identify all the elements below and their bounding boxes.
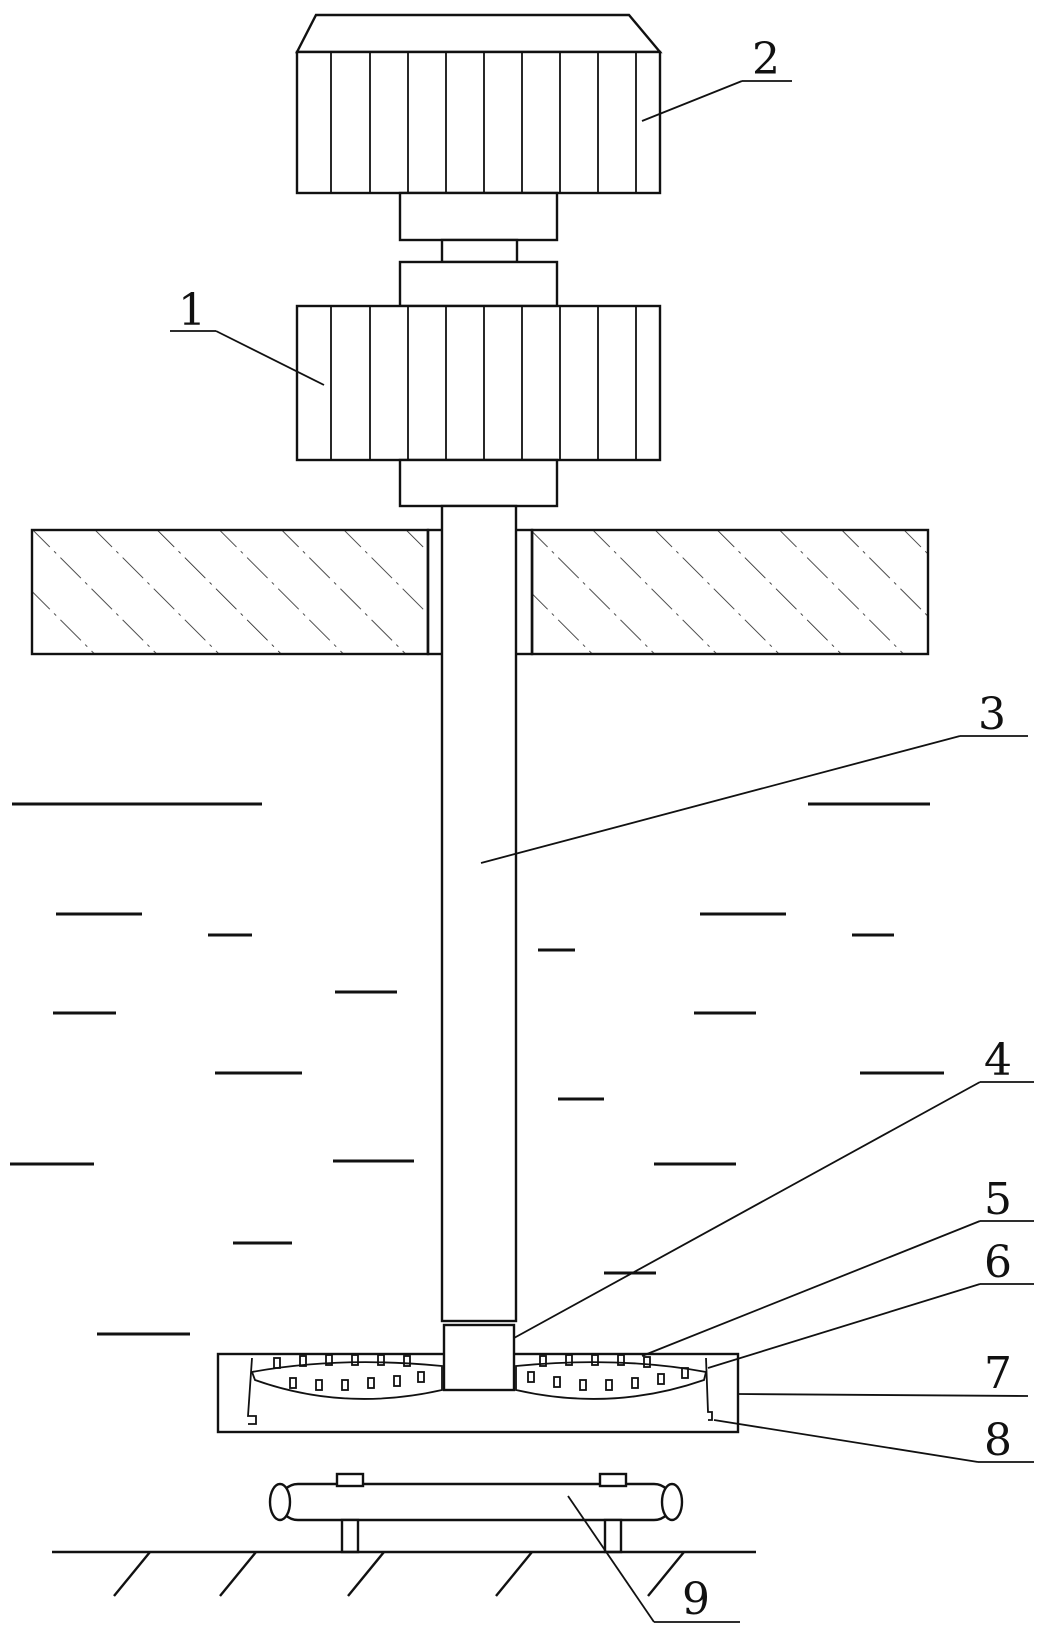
shaft-coupling <box>398 191 559 308</box>
callout-1: 1 <box>178 285 206 336</box>
callout-2: 2 <box>752 34 780 85</box>
callout-7: 7 <box>984 1348 1012 1399</box>
callout-6: 6 <box>984 1237 1012 1288</box>
lower-motor-unit <box>295 304 662 508</box>
upper-motor-unit <box>295 13 663 195</box>
vertical-shaft <box>440 504 518 1323</box>
ground <box>52 1550 756 1597</box>
bottom-housing <box>216 1323 740 1434</box>
base-support <box>268 1472 684 1554</box>
callout-5: 5 <box>984 1174 1012 1225</box>
leader-lines <box>170 80 1034 1623</box>
callout-9: 9 <box>682 1574 710 1625</box>
callout-3: 3 <box>978 689 1006 740</box>
callout-labels: 1 2 3 4 5 6 7 8 9 <box>178 34 1012 1625</box>
callout-8: 8 <box>984 1415 1012 1466</box>
callout-4: 4 <box>984 1035 1012 1086</box>
water-lines <box>10 802 944 1336</box>
